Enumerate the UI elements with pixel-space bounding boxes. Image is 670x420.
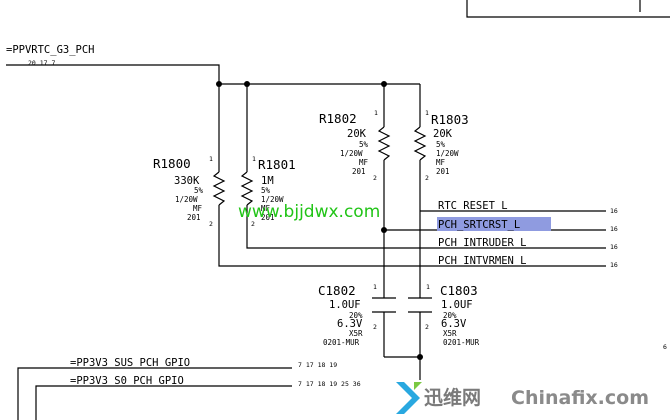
r1802-type: MF <box>359 158 369 167</box>
c1802-value: 1.0UF <box>329 299 361 311</box>
c1802-pin1: 1 <box>373 283 377 291</box>
signal-label[interactable]: PCH_SRTCRST_L <box>438 219 520 231</box>
r1800-pkg: 201 <box>187 213 201 222</box>
signal-page-ref: 16 <box>610 261 618 269</box>
signal-page-ref: 16 <box>610 243 618 251</box>
c1803-value: 1.0UF <box>441 299 473 311</box>
r1803-tol: 5% <box>436 140 446 149</box>
c1803-voltage: 6.3V <box>441 318 467 330</box>
r1800-power: 1/20W <box>175 195 198 204</box>
net-ppvrtc-refs: 20 17 7 <box>28 59 55 67</box>
r1802-power: 1/20W <box>340 149 363 158</box>
selection-highlight <box>437 217 551 231</box>
c1803-refdes: C1803 <box>440 283 478 298</box>
chinafix-logo: 迅维网 Chinafix.com <box>396 382 649 414</box>
logo-leaf-icon <box>414 382 422 390</box>
signal-page-ref: 16 <box>610 207 618 215</box>
junction-dot <box>417 354 423 360</box>
signal-label: PCH_INTVRMEN_L <box>438 255 527 267</box>
c1802-tol: 20% <box>349 311 363 320</box>
c1803-pkg: 0201-MUR <box>443 338 480 347</box>
r1803-power: 1/20W <box>436 149 459 158</box>
r1800-type: MF <box>193 204 203 213</box>
r1801-pin1: 1 <box>252 155 256 163</box>
r1801-value: 1M <box>261 175 274 187</box>
c1802-voltage: 6.3V <box>337 318 363 330</box>
r1803-pin1: 1 <box>425 109 429 117</box>
r1803-pin2: 2 <box>425 174 429 182</box>
r1800-pin1: 1 <box>209 155 213 163</box>
net-ppvrtc-label: =PPVRTC_G3_PCH <box>6 44 95 56</box>
c1802-pkg: 0201-MUR <box>323 338 360 347</box>
c1802-dielectric: X5R <box>349 329 363 338</box>
wire-pp3v3-sus <box>17 367 292 420</box>
logo-chevron-icon <box>396 382 420 414</box>
r1801-tol: 5% <box>261 186 271 195</box>
r1800-tol: 5% <box>194 186 204 195</box>
wire-ppvrtc-in <box>6 64 220 84</box>
c1803-tol: 20% <box>443 311 457 320</box>
signal-page-ref: 16 <box>610 225 618 233</box>
signal-label: PCH_INTRUDER_L <box>438 237 527 249</box>
resistor-r1801-symbol <box>240 171 254 206</box>
net-pp3v3-sus-label: =PP3V3_SUS_PCH_GPIO <box>70 357 190 369</box>
r1802-value: 20K <box>347 128 367 140</box>
r1801-pin2: 2 <box>251 220 255 228</box>
wire-pp3v3-s0 <box>35 385 292 420</box>
resistor-r1800-symbol <box>212 171 226 206</box>
resistor-r1802-symbol <box>377 126 391 161</box>
r1802-tol: 5% <box>359 140 369 149</box>
r1801-pkg: 201 <box>261 213 275 222</box>
resistor-r1803-symbol <box>413 126 427 161</box>
junction-dot <box>381 227 387 233</box>
edge-page-ref: 6 <box>663 343 667 351</box>
r1801-refdes: R1801 <box>258 157 296 172</box>
r1803-pkg: 201 <box>436 167 450 176</box>
r1802-pkg: 201 <box>352 167 366 176</box>
r1803-type: MF <box>436 158 446 167</box>
r1802-pin2: 2 <box>373 174 377 182</box>
r1800-pin2: 2 <box>209 220 213 228</box>
title-block-border <box>466 0 670 18</box>
r1800-refdes: R1800 <box>153 156 191 171</box>
c1803-pin2: 2 <box>425 323 429 331</box>
logo-cn-text: 迅维网 <box>424 386 481 409</box>
net-pp3v3-sus-refs: 7 17 18 19 <box>298 361 337 369</box>
wire-pch-intruder <box>246 205 606 249</box>
signal-label: RTC_RESET_L <box>438 200 508 212</box>
c1803-dielectric: X5R <box>443 329 457 338</box>
r1800-value: 330K <box>174 175 200 187</box>
net-pp3v3-s0-refs: 7 17 18 19 25 36 <box>298 380 361 388</box>
r1803-value: 20K <box>433 128 453 140</box>
watermark-text: www.bjjdwx.com <box>238 202 380 222</box>
r1802-refdes: R1802 <box>319 111 357 126</box>
wire-pch-intvrmen <box>218 205 606 267</box>
r1802-pin1: 1 <box>374 109 378 117</box>
net-pp3v3-s0-label: =PP3V3_S0_PCH_GPIO <box>70 375 184 387</box>
logo-en-text: Chinafix.com <box>511 387 649 409</box>
r1801-type: MF <box>261 204 271 213</box>
c1803-pin1: 1 <box>426 283 430 291</box>
r1801-power: 1/20W <box>261 195 284 204</box>
c1802-pin2: 2 <box>373 323 377 331</box>
r1803-refdes: R1803 <box>431 112 469 127</box>
c1802-refdes: C1802 <box>318 283 356 298</box>
